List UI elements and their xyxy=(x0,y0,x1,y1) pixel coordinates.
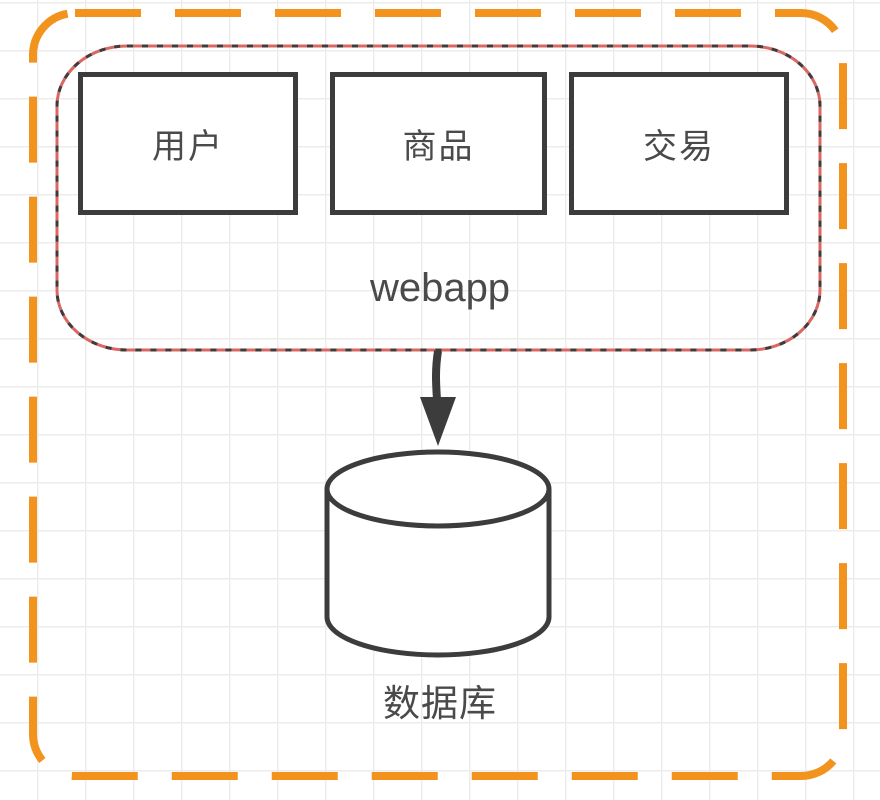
webapp-to-database-arrow[interactable] xyxy=(420,350,456,446)
database-label: 数据库 xyxy=(383,683,497,724)
user-module-label: 用户 xyxy=(152,128,224,166)
webapp-container-shape[interactable] xyxy=(55,44,822,352)
webapp-container-dashed-outline xyxy=(55,44,822,352)
cylinder-body xyxy=(324,489,552,658)
cylinder-top xyxy=(324,449,552,529)
transaction-module-box[interactable]: 交易 xyxy=(569,72,789,215)
database-cylinder[interactable] xyxy=(324,449,552,658)
webapp-container-label: webapp xyxy=(369,266,511,310)
arrow-shaft xyxy=(432,350,442,401)
transaction-module-label: 交易 xyxy=(643,128,715,166)
product-module-box[interactable]: 商品 xyxy=(330,72,547,215)
product-module-label: 商品 xyxy=(402,128,475,166)
arrow-head-icon xyxy=(420,397,456,446)
user-module-box[interactable]: 用户 xyxy=(78,72,298,215)
outer-group-boundary[interactable] xyxy=(29,9,847,780)
